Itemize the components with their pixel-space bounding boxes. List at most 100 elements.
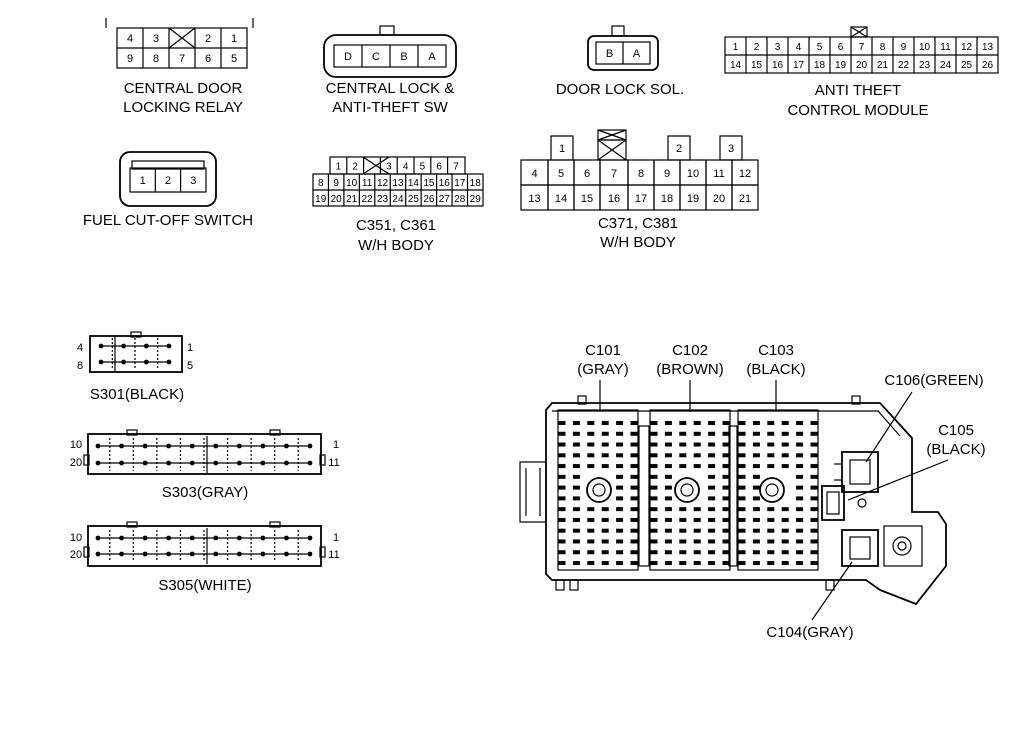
terminal-slot [722, 507, 730, 512]
pin-number: 3 [728, 143, 734, 155]
pin-number: 16 [439, 178, 451, 189]
terminal-slot [587, 431, 595, 436]
c103-bolt-icon [759, 477, 785, 503]
terminal-slot [738, 421, 746, 425]
terminal-slot [679, 517, 687, 522]
terminal-slot [810, 431, 818, 436]
s303-splice-pack [83, 429, 326, 475]
terminal-slot [616, 464, 624, 469]
terminal-slot [630, 550, 638, 555]
terminal-slot [708, 464, 716, 469]
terminal-slot [796, 421, 804, 425]
terminal-slot [587, 528, 595, 533]
terminal-slot [601, 442, 609, 447]
terminal-slot [616, 431, 624, 436]
terminal-slot [708, 474, 716, 479]
terminal-slot [810, 474, 818, 479]
terminal-slot [767, 431, 775, 436]
terminal-slot [693, 561, 701, 565]
terminal-dot [119, 551, 124, 557]
terminal-slot [738, 528, 746, 533]
terminal-slot [587, 517, 595, 522]
pin-number: 3 [386, 162, 392, 173]
pin-number: 4 [403, 162, 409, 173]
terminal-slot [752, 485, 760, 490]
terminal-slot [708, 550, 716, 555]
terminal-dot [95, 443, 101, 449]
terminal-slot [781, 507, 789, 512]
s301-label: S301(BLACK) [90, 386, 184, 403]
terminal-slot [693, 464, 701, 469]
terminal-slot [679, 431, 687, 436]
terminal-slot [738, 485, 746, 490]
pin-number: 20 [713, 193, 725, 205]
terminal-slot [767, 517, 775, 522]
terminal-slot [738, 431, 746, 436]
key-cross [597, 139, 627, 161]
terminal-dot [236, 460, 242, 466]
c104-connector [841, 529, 879, 567]
terminal-slot [558, 474, 566, 479]
c105-label-1: C105 [938, 422, 974, 439]
terminal-slot [558, 561, 566, 565]
terminal-slot [630, 421, 638, 425]
terminal-slot [572, 464, 580, 469]
terminal-dot [119, 460, 124, 466]
terminal-slot [558, 453, 566, 458]
terminal-dot [166, 359, 172, 365]
pin-number: 12 [961, 42, 973, 53]
terminal-slot [601, 528, 609, 533]
terminal-slot [781, 528, 789, 533]
c102-label-1: C102 [672, 342, 708, 359]
pin-number: C [372, 51, 380, 63]
pin-number: 21 [346, 194, 358, 205]
terminal-slot [708, 442, 716, 447]
terminal-dot [307, 460, 313, 466]
terminal-dot [121, 359, 127, 365]
terminal-slot [810, 528, 818, 533]
terminal-slot [601, 517, 609, 522]
terminal-slot [650, 528, 658, 533]
terminal-slot [650, 496, 658, 501]
terminal-slot [752, 474, 760, 479]
terminal-dot [189, 551, 195, 557]
c105-label-2: (BLACK) [926, 441, 985, 458]
terminal-slot [664, 431, 672, 436]
terminal-slot [650, 517, 658, 522]
terminal-slot [693, 431, 701, 436]
pin-number: 2 [676, 143, 682, 155]
pin-number: 2 [205, 33, 211, 45]
pin-number: 29 [470, 194, 482, 205]
terminal-slot [558, 421, 566, 425]
pin-number: 14 [730, 60, 742, 71]
terminal-slot [752, 539, 760, 544]
terminal-slot [722, 421, 730, 425]
terminal-slot [664, 496, 672, 501]
terminal-slot [752, 507, 760, 512]
pin-number: 11 [713, 168, 724, 180]
terminal-slot [616, 496, 624, 501]
terminal-slot [650, 550, 658, 555]
pin-number: 9 [664, 168, 670, 180]
pin-number: 8 [153, 53, 159, 65]
terminal-slot [693, 528, 701, 533]
terminal-slot [558, 517, 566, 522]
terminal-slot [796, 528, 804, 533]
pin-number: 21 [877, 60, 889, 71]
terminal-dot [166, 443, 172, 449]
terminal-slot [767, 550, 775, 555]
terminal-slot [722, 561, 730, 565]
terminal-slot [767, 421, 775, 425]
terminal-slot [616, 442, 624, 447]
terminal-slot [738, 464, 746, 469]
terminal-slot [679, 442, 687, 447]
s305-pin-right-top: 1 [333, 532, 339, 544]
terminal-dot [213, 535, 219, 541]
terminal-slot [752, 421, 760, 425]
pin-number: 1 [336, 162, 342, 173]
terminal-slot [664, 517, 672, 522]
fuel-cut-off-switch-label: FUEL CUT-OFF SWITCH [83, 212, 253, 229]
pin-number: 4 [127, 33, 133, 45]
terminal-slot [616, 507, 624, 512]
